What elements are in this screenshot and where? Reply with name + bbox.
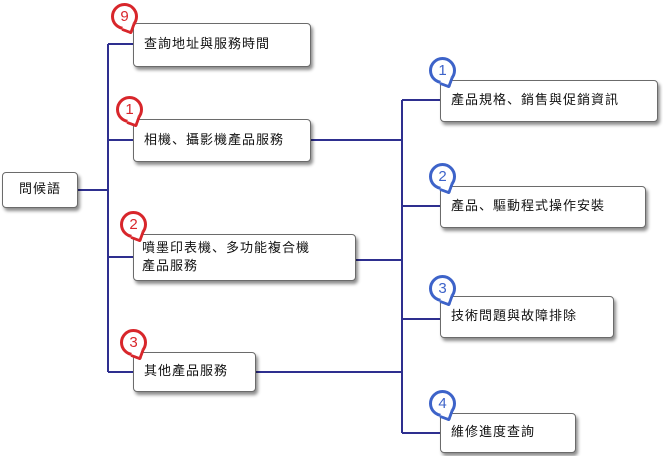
node-repair-status[interactable]: 維修進度查詢 (440, 413, 576, 453)
node-printer-service-label: 噴墨印表機、多功能複合機產品服務 (142, 240, 311, 274)
badge-3-left: 3 (120, 329, 147, 356)
badge-2-left: 2 (120, 211, 147, 238)
node-troubleshooting[interactable]: 技術問題與故障排除 (440, 296, 614, 338)
node-troubleshooting-label: 技術問題與故障排除 (451, 309, 578, 324)
node-address-hours[interactable]: 查詢地址與服務時間 (133, 23, 311, 67)
root-node[interactable]: 問候語 (2, 172, 78, 208)
root-node-label: 問候語 (18, 182, 61, 197)
node-driver-install-label: 產品、驅動程式操作安裝 (451, 199, 606, 214)
node-address-hours-label: 查詢地址與服務時間 (144, 37, 271, 52)
badge-1-right: 1 (429, 57, 456, 84)
node-other-service-label: 其他產品服務 (144, 364, 229, 379)
node-camera-service-label: 相機、攝影機產品服務 (144, 132, 285, 148)
badge-1-left: 1 (116, 96, 143, 123)
badge-3-right: 3 (429, 275, 456, 302)
node-product-spec-label: 產品規格、銷售與促銷資訊 (451, 93, 620, 108)
node-other-service[interactable]: 其他產品服務 (133, 352, 256, 392)
node-printer-service[interactable]: 噴墨印表機、多功能複合機產品服務 (133, 234, 356, 281)
node-driver-install[interactable]: 產品、驅動程式操作安裝 (440, 186, 646, 228)
badge-9: 9 (111, 3, 138, 30)
node-camera-service[interactable]: 相機、攝影機產品服務 (133, 119, 311, 162)
node-repair-status-label: 維修進度查詢 (451, 425, 536, 440)
node-product-spec[interactable]: 產品規格、銷售與促銷資訊 (440, 80, 658, 122)
badge-2-right: 2 (429, 163, 456, 190)
badge-4-right: 4 (429, 390, 456, 417)
